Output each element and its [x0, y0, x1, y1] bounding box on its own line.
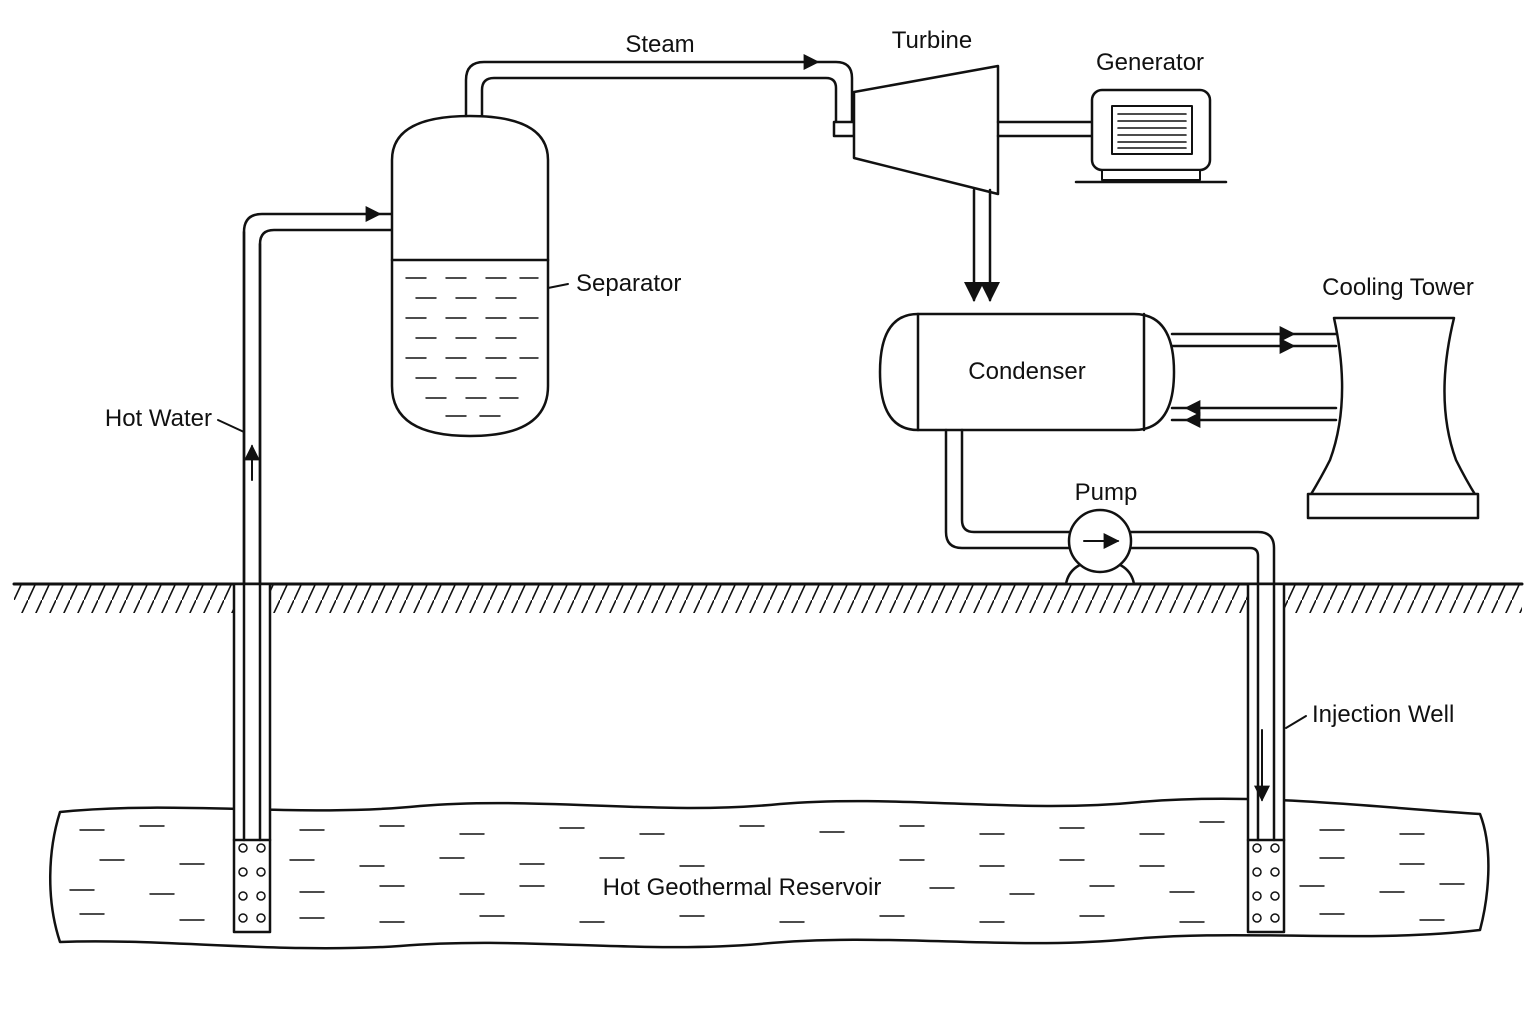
- separator-label: Separator: [576, 270, 681, 297]
- injection-well-label: Injection Well: [1312, 701, 1454, 728]
- geothermal-reservoir: [49, 797, 1490, 950]
- well-perforations: [238, 843, 266, 923]
- condenser-label: Condenser: [968, 358, 1085, 385]
- hot-water-pipe: [242, 206, 394, 586]
- generator-label: Generator: [1096, 49, 1204, 76]
- turbine: [852, 64, 1000, 196]
- pump-label: Pump: [1075, 479, 1138, 506]
- condenser: [878, 312, 1176, 432]
- injection-well-leader: [1285, 715, 1307, 729]
- exhaust-pipe: [964, 188, 1000, 302]
- reservoir-label: Hot Geothermal Reservoir: [603, 874, 882, 901]
- generator: [1074, 88, 1228, 184]
- steam-label: Steam: [625, 31, 694, 58]
- cooling-tower-label: Cooling Tower: [1322, 274, 1474, 301]
- production-well: [232, 230, 272, 934]
- separator-vessel: [390, 114, 569, 438]
- cooling-tower: [1306, 316, 1480, 520]
- injection-well: [1246, 582, 1286, 934]
- reservoir-fluid-dashes: [69, 821, 1465, 923]
- turbine-label: Turbine: [892, 27, 972, 54]
- steam-pipe: [464, 54, 856, 138]
- hot-water-label: Hot Water: [105, 405, 212, 432]
- turbine-generator-shaft: [996, 120, 1094, 138]
- injection-perforations: [1252, 843, 1280, 923]
- cooling-water-lines: [1170, 326, 1338, 428]
- hot-water-leader: [217, 419, 245, 433]
- condensate-pipe: [944, 428, 1276, 802]
- separator-liquid-dashes: [405, 277, 539, 417]
- pump: [1064, 508, 1136, 586]
